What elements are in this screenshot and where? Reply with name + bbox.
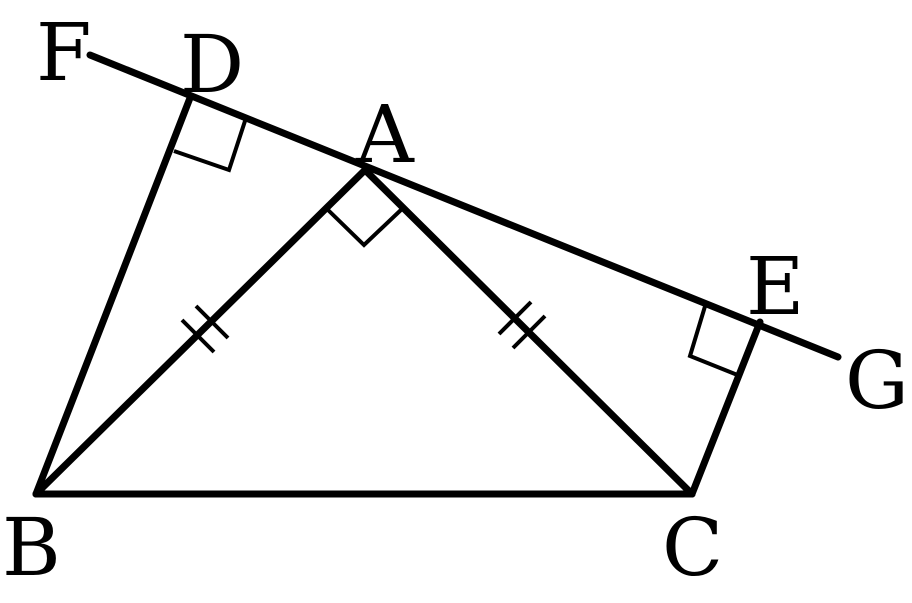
right-angle-mark-a xyxy=(324,206,405,248)
label-b: B xyxy=(2,501,61,594)
tick-ab-2 xyxy=(194,304,230,340)
label-a: A xyxy=(355,88,415,181)
right-angle-mark-d xyxy=(173,120,247,173)
segment-ce xyxy=(688,318,764,498)
segment-ab xyxy=(32,166,369,498)
segment-bd xyxy=(32,94,194,498)
label-d: D xyxy=(180,18,244,111)
right-angle-mark-e xyxy=(687,302,741,378)
tick-ac-2 xyxy=(511,314,547,350)
label-e: E xyxy=(746,240,804,333)
line-fg xyxy=(86,51,842,361)
label-c: C xyxy=(662,501,723,594)
tick-ab-1 xyxy=(180,318,216,354)
label-f: F xyxy=(36,6,92,99)
label-g: G xyxy=(845,334,909,427)
tick-ac-1 xyxy=(497,300,533,336)
